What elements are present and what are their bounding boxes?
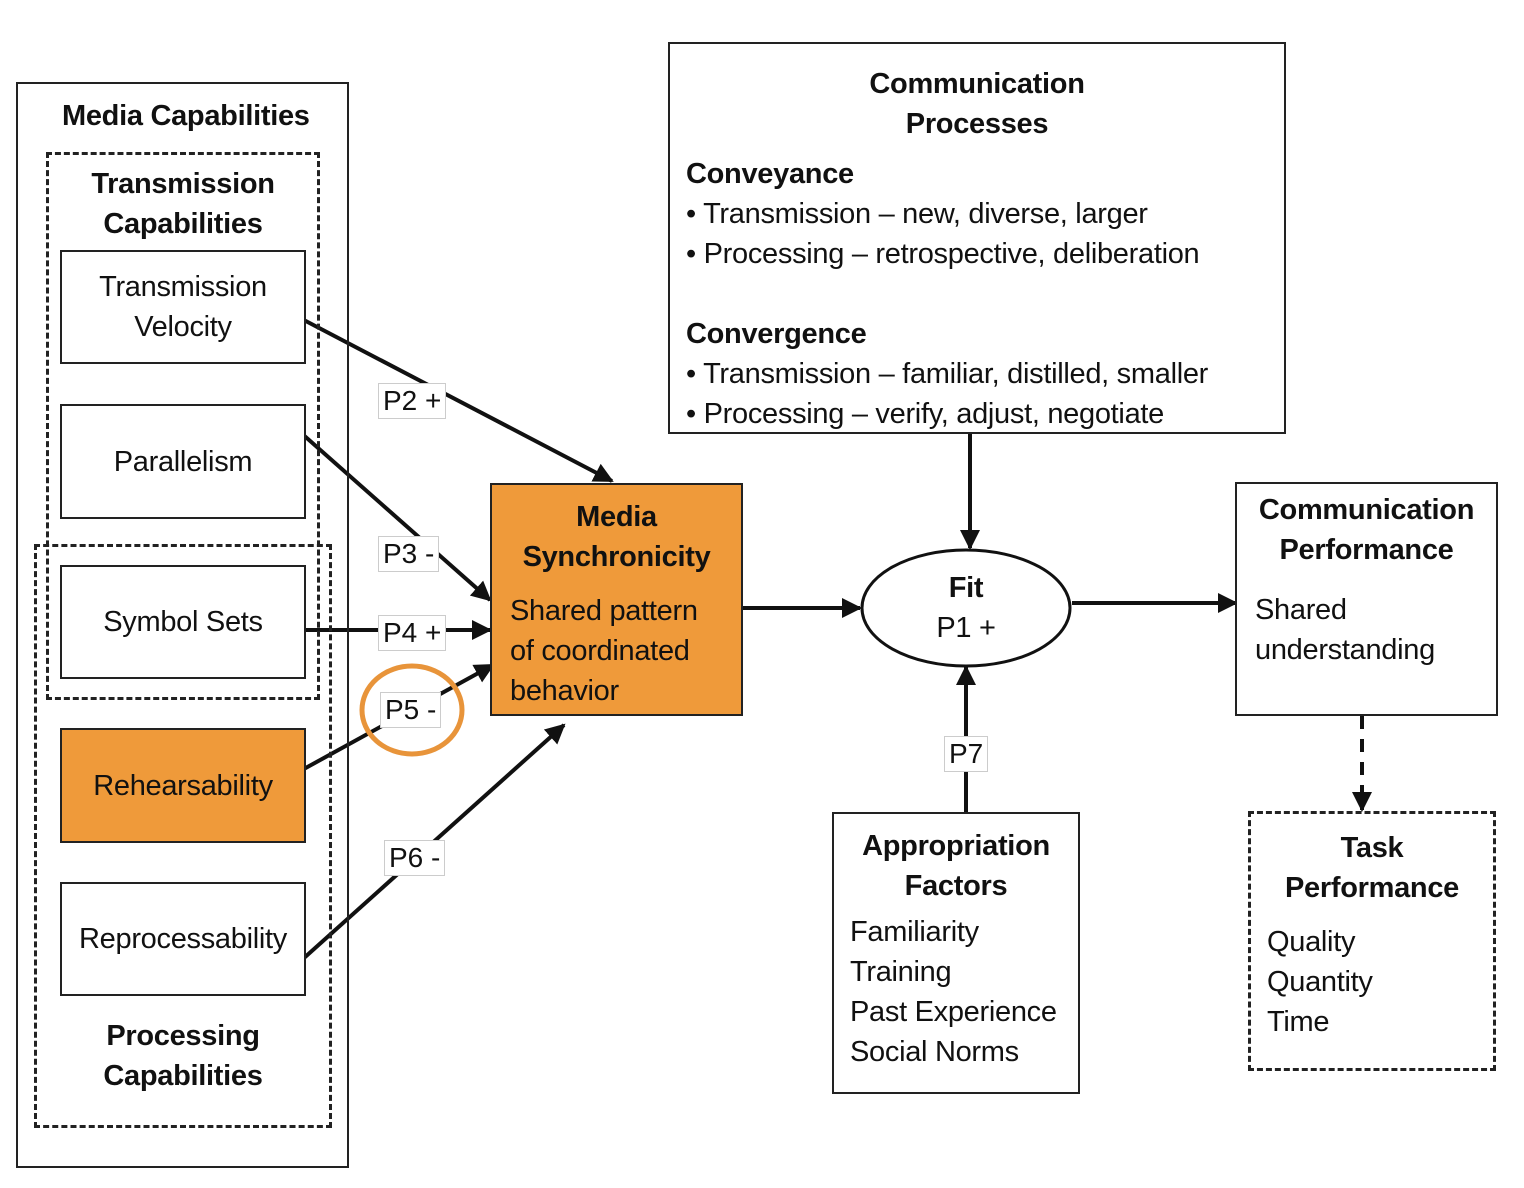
media-synchronicity-title-line2: Synchronicity bbox=[522, 541, 711, 573]
appropriation-factors-title-line1: Appropriation bbox=[862, 830, 1050, 862]
media-synchronicity-desc-line3: behavior bbox=[510, 675, 619, 707]
media-capabilities-panel: Media Capabilities bbox=[16, 82, 349, 1168]
communication-processes-title-line1: Communication bbox=[869, 68, 1085, 100]
annotation-circle bbox=[359, 663, 465, 757]
transmission-velocity-box: Transmission Velocity bbox=[60, 250, 306, 364]
transmission-velocity-line1: Transmission bbox=[99, 271, 267, 303]
proposition-p7-label: P7 bbox=[944, 736, 989, 772]
media-synchronicity-description: Shared pattern of coordinated behavior bbox=[510, 591, 698, 711]
processing-capabilities-title: Processing Capabilities bbox=[34, 1016, 332, 1096]
convergence-item-2: • Processing – verify, adjust, negotiate bbox=[686, 398, 1164, 430]
proposition-p2-label: P2 + bbox=[378, 383, 447, 419]
appropriation-factor-item: Training bbox=[850, 956, 952, 988]
fit-ellipse bbox=[860, 548, 1072, 668]
media-capabilities-title: Media Capabilities bbox=[62, 100, 310, 132]
arrow-parallelism-to-synchronicity bbox=[298, 430, 492, 602]
proposition-p4-label: P4 + bbox=[378, 615, 447, 651]
media-synchronicity-title-line1: Media bbox=[576, 501, 657, 533]
communication-performance-title-line1: Communication bbox=[1258, 494, 1475, 526]
rehearsability-label: Rehearsability bbox=[93, 769, 273, 802]
fit-label: P1 + bbox=[936, 612, 996, 644]
communication-processes-box: Communication Processes Conveyance • Tra… bbox=[668, 42, 1286, 434]
appropriation-factor-item: Social Norms bbox=[850, 1036, 1019, 1068]
communication-performance-title: Communication Performance bbox=[1237, 490, 1496, 570]
convergence-title: Convergence bbox=[686, 318, 867, 350]
appropriation-factors-title: Appropriation Factors bbox=[834, 826, 1078, 906]
symbol-sets-label: Symbol Sets bbox=[103, 606, 263, 638]
media-synchronicity-title: Media Synchronicity bbox=[492, 497, 741, 577]
communication-processes-title-line2: Processes bbox=[905, 108, 1049, 140]
processing-capabilities-title-line1: Processing bbox=[106, 1020, 260, 1052]
task-performance-title-line1: Task bbox=[1340, 832, 1404, 864]
appropriation-factors-list: Familiarity Training Past Experience Soc… bbox=[850, 912, 1057, 1072]
conveyance-title: Conveyance bbox=[686, 158, 854, 190]
parallelism-label: Parallelism bbox=[113, 445, 253, 478]
media-synchronicity-desc-line2: of coordinated bbox=[510, 635, 690, 667]
arrow-velocity-to-synchronicity bbox=[299, 316, 614, 483]
task-performance-box: Task Performance Quality Quantity Time bbox=[1248, 811, 1496, 1071]
proposition-p3-label: P3 - bbox=[378, 536, 440, 572]
proposition-p5-label: P5 - bbox=[380, 692, 442, 728]
appropriation-factor-item: Past Experience bbox=[850, 996, 1057, 1028]
convergence-item-1: • Transmission – familiar, distilled, sm… bbox=[686, 358, 1209, 390]
communication-performance-title-line2: Performance bbox=[1279, 534, 1454, 566]
reprocessability-label: Reprocessability bbox=[79, 923, 287, 955]
fit-title: Fit bbox=[948, 572, 984, 604]
communication-processes-title: Communication Processes bbox=[670, 64, 1284, 144]
communication-performance-desc-line2: understanding bbox=[1255, 634, 1435, 666]
transmission-velocity-line2: Velocity bbox=[134, 311, 232, 343]
conveyance-item-1: • Transmission – new, diverse, larger bbox=[686, 198, 1148, 230]
appropriation-factors-box: Appropriation Factors Familiarity Traini… bbox=[832, 812, 1080, 1094]
transmission-capabilities-title-line2: Capabilities bbox=[103, 208, 263, 240]
reprocessability-box: Reprocessability bbox=[60, 882, 306, 996]
proposition-p6-label: P6 - bbox=[384, 840, 446, 876]
appropriation-factor-item: Familiarity bbox=[850, 916, 979, 948]
task-performance-list: Quality Quantity Time bbox=[1267, 922, 1373, 1042]
task-performance-item: Quantity bbox=[1267, 966, 1373, 998]
processing-capabilities-group bbox=[34, 544, 332, 1128]
media-synchronicity-box: Media Synchronicity Shared pattern of co… bbox=[490, 483, 743, 716]
transmission-capabilities-title-line1: Transmission bbox=[91, 168, 275, 200]
task-performance-item: Time bbox=[1267, 1006, 1330, 1038]
processing-capabilities-title-line2: Capabilities bbox=[103, 1060, 263, 1092]
transmission-capabilities-group bbox=[46, 152, 320, 700]
task-performance-item: Quality bbox=[1267, 926, 1356, 958]
communication-performance-desc-line1: Shared bbox=[1255, 594, 1347, 626]
transmission-capabilities-title: Transmission Capabilities bbox=[46, 164, 320, 244]
communication-performance-description: Shared understanding bbox=[1255, 590, 1435, 670]
media-synchronicity-desc-line1: Shared pattern bbox=[510, 595, 698, 627]
appropriation-factors-title-line2: Factors bbox=[904, 870, 1008, 902]
fit-text: Fit P1 + bbox=[862, 568, 1070, 648]
rehearsability-box: Rehearsability bbox=[60, 728, 306, 843]
communication-performance-box: Communication Performance Shared underst… bbox=[1235, 482, 1498, 716]
task-performance-title-line2: Performance bbox=[1285, 872, 1459, 904]
task-performance-title: Task Performance bbox=[1251, 828, 1493, 908]
conveyance-item-2: • Processing – retrospective, deliberati… bbox=[686, 238, 1200, 270]
parallelism-box: Parallelism bbox=[60, 404, 306, 519]
symbol-sets-box: Symbol Sets bbox=[60, 565, 306, 679]
